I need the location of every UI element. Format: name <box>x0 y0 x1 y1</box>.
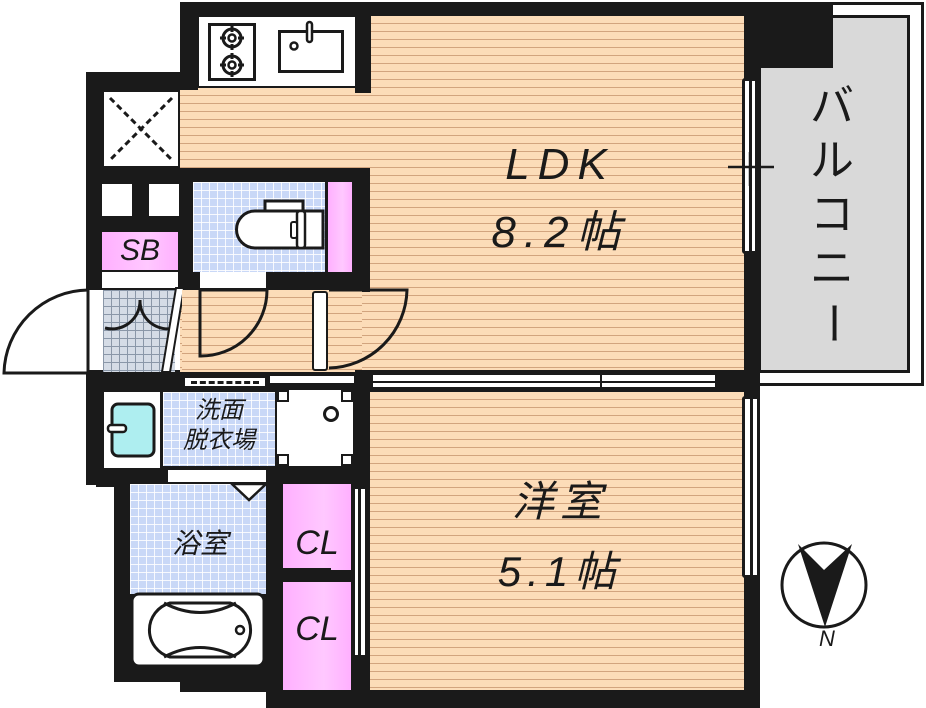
washroom-door-top[interactable] <box>183 376 267 388</box>
refrigerator-space <box>102 90 180 168</box>
closet-lower-label: CL <box>295 610 339 648</box>
compass-label: N <box>819 626 835 651</box>
balcony-label: バ ル コ ニ ー <box>806 80 858 350</box>
hallway-floor[interactable] <box>182 290 362 372</box>
kitchen-wall-right <box>355 15 371 93</box>
bathtub-icon[interactable] <box>130 592 266 668</box>
closet-upper-label: CL <box>295 524 339 562</box>
balcony-char: ニ <box>810 244 854 293</box>
washroom-label-line1: 洗面 <box>195 397 243 424</box>
entrance-door-jamb <box>88 290 102 370</box>
balcony-char: ル <box>810 136 854 185</box>
kitchen-sink-icon[interactable] <box>278 20 344 73</box>
ldk-label: LDK 8.2帖 <box>470 140 650 258</box>
balcony-char: コ <box>810 190 854 239</box>
entry-step-edge <box>160 287 186 373</box>
sliding-partition-door[interactable] <box>370 372 718 390</box>
western-room-name: 洋室 <box>511 478 608 525</box>
compass-north-icon <box>780 541 868 629</box>
balcony-char: バ <box>810 82 854 131</box>
shoe-box-slot-2 <box>149 184 179 216</box>
closet-upper[interactable]: CL <box>283 484 351 570</box>
washing-machine-space[interactable] <box>277 390 353 466</box>
ldk-room-name: LDK <box>505 140 615 189</box>
stove-icon[interactable] <box>208 23 256 81</box>
western-room-size: 5.1帖 <box>497 548 623 595</box>
bathroom-door[interactable] <box>168 470 266 482</box>
washroom-top-trim <box>270 376 354 383</box>
closet-sliding-door[interactable] <box>352 486 368 658</box>
balcony-char: ー <box>808 301 857 345</box>
shoe-box-label: SB <box>119 234 161 267</box>
western-room-label: 洋室 5.1帖 <box>470 478 650 596</box>
toilet-shelf <box>328 182 352 272</box>
closet-lower[interactable]: CL <box>283 582 351 690</box>
washroom-label-line2: 脱衣場 <box>183 427 255 454</box>
washroom-floor[interactable] <box>163 392 275 466</box>
western-room-floor[interactable] <box>370 392 744 690</box>
toilet-icon[interactable] <box>235 199 327 252</box>
washbasin-icon[interactable] <box>106 402 158 458</box>
shoe-box-door[interactable] <box>102 272 178 288</box>
bathroom-vent-triangle <box>228 482 270 502</box>
ldk-room-size: 8.2帖 <box>491 208 629 257</box>
hallway-door-swings-icon[interactable] <box>185 286 409 376</box>
bathroom-label: 浴室 <box>171 528 228 559</box>
kitchen-wall-left <box>180 2 198 90</box>
washroom-label: 洗面 脱衣場 <box>163 396 275 456</box>
western-room-window[interactable] <box>742 396 760 578</box>
shoe-box-slot-1 <box>102 184 132 216</box>
closet-divider <box>283 568 331 582</box>
toilet-door-panel[interactable] <box>200 272 266 288</box>
window-lock-mark <box>728 152 774 186</box>
bathroom-floor[interactable] <box>130 484 266 594</box>
shoe-box[interactable]: SB <box>102 232 178 270</box>
